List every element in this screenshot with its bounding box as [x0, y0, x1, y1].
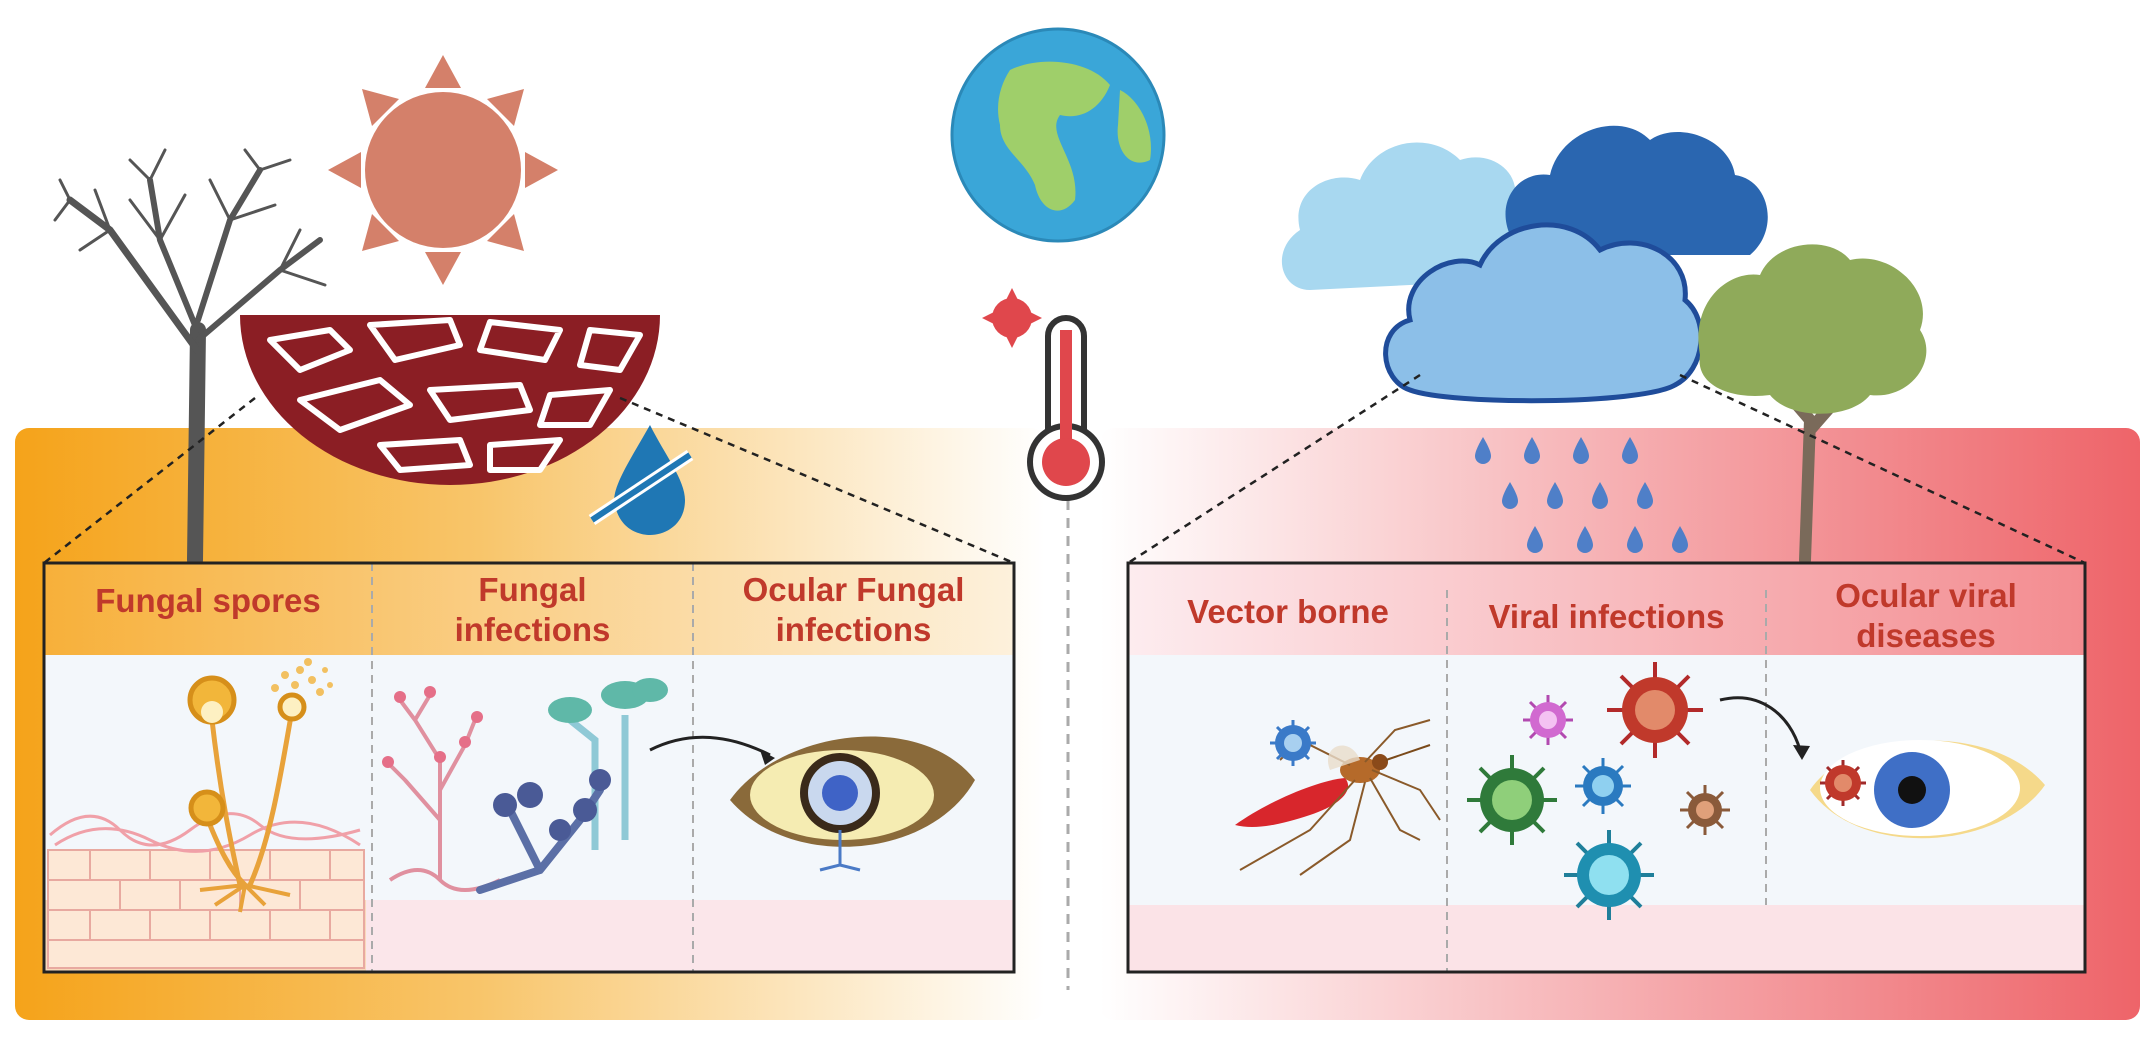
sun-icon: [328, 55, 558, 285]
mosquito-icon: [1235, 719, 1441, 876]
mold-icon: [382, 678, 668, 894]
zoom-line-left-b: [619, 396, 1015, 565]
label-vector-borne: Vector borne: [1187, 593, 1389, 630]
green-tree-icon: [1698, 244, 1927, 566]
dry-tree-icon: [53, 148, 327, 568]
arrow-to-eye-left: [649, 735, 771, 757]
zoom-line-right-b: [1679, 373, 2086, 565]
virus-icon: [1270, 662, 1730, 920]
zoom-line-left-a: [43, 397, 256, 564]
clouds-icon: [1281, 125, 1768, 404]
label-ocular-fungal-infections: Ocular Fungal infections: [742, 571, 965, 648]
no-water-icon: [588, 425, 694, 535]
zoom-line-right-a: [1127, 373, 1421, 565]
eye-icon: [730, 736, 975, 872]
label-fungal-infections: Fungal infections: [454, 571, 611, 648]
label-viral-infections: Viral infections: [1488, 598, 1725, 635]
arrow-to-eye-right: [1719, 696, 1802, 751]
skin-tissue-icon: [47, 812, 365, 969]
thermometer-icon: [1027, 315, 1105, 501]
arrow-head-right: [1793, 745, 1810, 760]
label-fungal-spores: Fungal spores: [95, 582, 321, 619]
rain-icon: [1475, 437, 1688, 553]
cracked-earth-icon: [240, 315, 660, 485]
arrow-head-left: [760, 750, 775, 765]
eye-icon-viral: [1810, 740, 2045, 839]
fungus-icon: [187, 658, 333, 913]
globe-icon: [950, 27, 1166, 243]
label-ocular-viral-diseases: Ocular viral diseases: [1835, 577, 2017, 654]
small-sun-icon: [982, 288, 1042, 348]
